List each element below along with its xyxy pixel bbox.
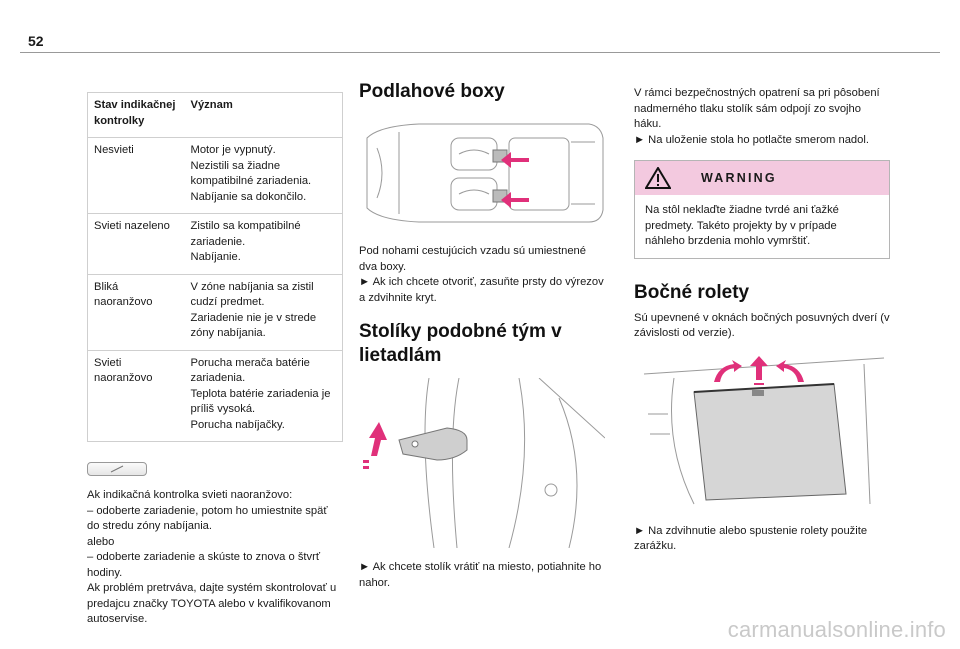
table-header-row: Stav indikačnej kontrolky Význam xyxy=(87,92,343,138)
table-header-state: Stav indikačnej kontrolky xyxy=(87,92,185,138)
warning-header: WARNING xyxy=(635,161,889,195)
table-cell-state: Bliká naoranžovo xyxy=(87,274,185,351)
table-cell-state: Svieti naoranžovo xyxy=(87,350,185,442)
indicator-status-table: Stav indikačnej kontrolky Význam Nesviet… xyxy=(87,92,343,442)
orange-indicator-instructions: Ak indikačná kontrolka svieti naoranžovo… xyxy=(87,489,337,625)
table-row: Bliká naoranžovo V zóne nabíjania sa zis… xyxy=(87,274,343,351)
table-cell-meaning: Motor je vypnutý. Nezistili sa žiadne ko… xyxy=(184,137,343,214)
top-rule xyxy=(20,52,940,53)
left-column: Stav indikačnej kontrolky Význam Nesviet… xyxy=(87,80,343,628)
floor-boxes-text: Pod nohami cestujúcich vzadu sú umiestne… xyxy=(359,245,604,304)
side-blinds-text: ► Na zdvihnutie alebo spustenie rolety p… xyxy=(634,524,868,553)
floor-boxes-illustration xyxy=(359,118,605,228)
table-header-meaning: Význam xyxy=(184,92,343,138)
side-blinds-title: Bočné rolety xyxy=(634,281,750,303)
warning-text: Na stôl neklaďte žiadne tvrdé ani ťažké … xyxy=(645,204,839,247)
table-cell-state: Svieti nazeleno xyxy=(87,213,185,275)
table-cell-meaning: V zóne nabíjania sa zistil cudzí predmet… xyxy=(184,274,343,351)
warning-title: WARNING xyxy=(701,171,777,185)
right-column: V rámci bezpečnostných opatrení sa pri p… xyxy=(634,80,890,555)
watermark: carmanualsonline.info xyxy=(727,617,946,642)
table-cell-state: Nesvieti xyxy=(87,137,185,214)
table-row: Nesvieti Motor je vypnutý. Nezistili sa … xyxy=(87,137,343,214)
floor-boxes-title: Podlahové boxy xyxy=(359,81,505,102)
table-detach-text: V rámci bezpečnostných opatrení sa pri p… xyxy=(634,87,880,146)
page-number: 52 xyxy=(28,33,44,49)
airplane-tables-text: ► Ak chcete stolík vrátiť na miesto, pot… xyxy=(359,561,602,589)
airplane-tables-title: Stolíky podobné tým v lietadlám xyxy=(359,321,562,366)
table-row: Svieti nazeleno Zistilo sa kompatibilné … xyxy=(87,213,343,275)
warning-triangle-icon xyxy=(644,166,672,194)
side-blinds-intro: Sú upevnené v oknách bočných posuvných d… xyxy=(634,311,890,340)
table-cell-meaning: Zistilo sa kompatibilné zariadenie. Nabí… xyxy=(184,213,343,275)
warning-box: WARNING Na stôl neklaďte žiadne tvrdé an… xyxy=(634,160,890,259)
side-blinds-illustration xyxy=(634,354,890,514)
table-row: Svieti naoranžovo Porucha merača batérie… xyxy=(87,350,343,442)
table-cell-meaning: Porucha merača batérie zariadenia. Teplo… xyxy=(184,350,343,442)
middle-column: Podlahové boxy Pod nohami cestujúcich vz… xyxy=(359,80,605,591)
wireless-charger-indicator-icon xyxy=(87,462,147,476)
airplane-table-illustration xyxy=(359,378,605,548)
